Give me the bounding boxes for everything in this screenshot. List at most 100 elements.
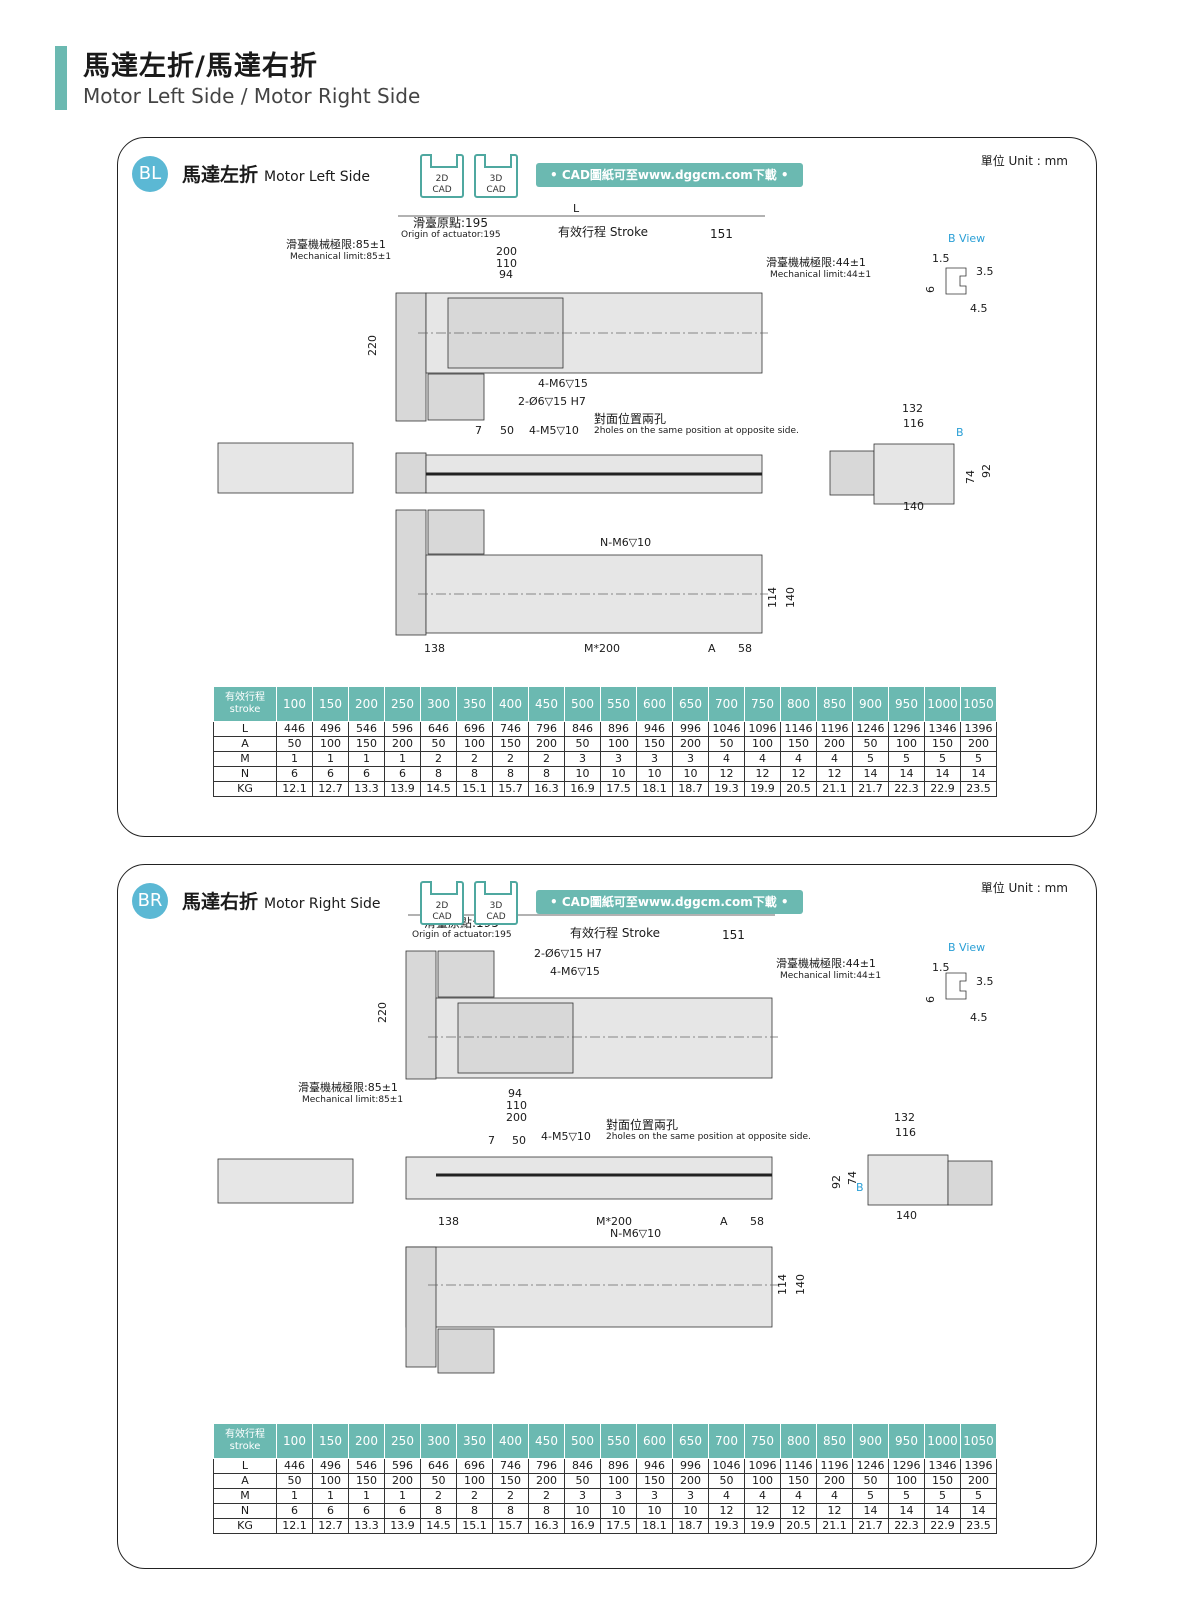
- dim-label: Mechanical limit:85±1: [290, 252, 391, 262]
- table-cell: 50: [276, 1473, 313, 1489]
- table-cell: 6: [348, 1503, 385, 1519]
- table-cell: 1146: [780, 1458, 817, 1474]
- table-cell: 8: [420, 1503, 457, 1519]
- dim-label: 有效行程 Stroke: [570, 925, 660, 940]
- table-cell: 10: [636, 766, 673, 782]
- table-cell: 5: [888, 1488, 925, 1504]
- table-cell: 646: [420, 1458, 457, 1474]
- table-cell: 1296: [888, 1458, 925, 1474]
- table-cell: 2: [528, 1488, 565, 1504]
- unit-label: 單位 Unit : mm: [980, 881, 1068, 895]
- table-cell: 18.7: [672, 781, 709, 797]
- table-cell: 1: [384, 751, 421, 767]
- table-cell: 12.7: [312, 781, 349, 797]
- table-cell: 13.9: [384, 1518, 421, 1534]
- table-cell: 21.7: [852, 1518, 889, 1534]
- dim-label: 4-M6▽15: [550, 965, 600, 978]
- table-header-cell: 800: [780, 1423, 817, 1459]
- dim-label: 2-Ø6▽15 H7: [518, 395, 586, 408]
- table-cell: 14: [960, 766, 997, 782]
- table-header-cell: 750: [744, 1423, 781, 1459]
- table-cell: 1: [348, 751, 385, 767]
- dim-label: 92: [980, 464, 993, 478]
- table-cell: 12.1: [276, 781, 313, 797]
- table-cell: 19.9: [744, 781, 781, 797]
- table-cell: 22.9: [924, 781, 961, 797]
- dim-label: 4-M6▽15: [538, 377, 588, 390]
- table-cell: 8: [492, 766, 529, 782]
- table-cell: 12: [708, 766, 745, 782]
- dim-label: B: [956, 426, 964, 439]
- table-cell: 150: [492, 1473, 529, 1489]
- dim-label: 4-M5▽10: [541, 1130, 591, 1143]
- dim-label: N-M6▽10: [600, 536, 651, 549]
- dim-label: 132: [894, 1111, 915, 1124]
- dim-label: 滑臺機械極限:85±1: [286, 237, 386, 251]
- table-cell: 5: [960, 1488, 997, 1504]
- table-header-cell: 450: [528, 686, 565, 722]
- table-header-cell: 400: [492, 686, 529, 722]
- dim-label: 140: [784, 587, 797, 608]
- table-cell: 8: [528, 766, 565, 782]
- table-header-cell: 350: [456, 686, 493, 722]
- page-title: 馬達左折/馬達右折: [83, 51, 318, 82]
- dim-label: A: [720, 1215, 728, 1228]
- table-cell: 150: [780, 736, 817, 752]
- table-header-cell: 650: [672, 686, 709, 722]
- cad-download-link[interactable]: • CAD圖紙可至www.dggcm.com下載 •: [536, 163, 803, 187]
- table-row-label: L: [213, 1458, 277, 1474]
- table-cell: 4: [708, 1488, 745, 1504]
- cad-download-link[interactable]: • CAD圖紙可至www.dggcm.com下載 •: [536, 890, 803, 914]
- table-header-cell: 600: [636, 1423, 673, 1459]
- dim-label: N-M6▽10: [610, 1227, 661, 1240]
- table-cell: 8: [420, 766, 457, 782]
- table-cell: 150: [780, 1473, 817, 1489]
- table-header-cell: 150: [312, 686, 349, 722]
- dim-label: 7: [475, 424, 482, 437]
- table-cell: 996: [672, 1458, 709, 1474]
- table-cell: 15.7: [492, 1518, 529, 1534]
- table-cell: 696: [456, 721, 493, 737]
- dim-label: 6: [924, 996, 937, 1003]
- table-cell: 1296: [888, 721, 925, 737]
- table-cell: 1396: [960, 721, 997, 737]
- table-cell: 100: [600, 736, 637, 752]
- table-cell: 200: [672, 736, 709, 752]
- table-cell: 21.1: [816, 781, 853, 797]
- table-cell: 1196: [816, 721, 853, 737]
- dim-label: 114: [776, 1274, 789, 1295]
- page-subtitle: Motor Left Side / Motor Right Side: [83, 84, 421, 108]
- table-cell: 200: [384, 736, 421, 752]
- table-cell: 16.3: [528, 1518, 565, 1534]
- table-cell: 946: [636, 721, 673, 737]
- table-cell: 16.3: [528, 781, 565, 797]
- table-cell: 1: [276, 751, 313, 767]
- table-cell: 19.9: [744, 1518, 781, 1534]
- table-cell: 546: [348, 721, 385, 737]
- table-header-cell: 250: [384, 1423, 421, 1459]
- table-header-cell: 350: [456, 1423, 493, 1459]
- table-cell: 1346: [924, 1458, 961, 1474]
- table-cell: 1246: [852, 721, 889, 737]
- dim-label: 132: [902, 402, 923, 415]
- dim-label: 對面位置兩孔: [594, 411, 666, 426]
- table-cell: 646: [420, 721, 457, 737]
- table-cell: 100: [744, 1473, 781, 1489]
- table-cell: 200: [672, 1473, 709, 1489]
- table-cell: 796: [528, 721, 565, 737]
- dim-label: B: [856, 1181, 864, 1194]
- table-cell: 14: [852, 766, 889, 782]
- table-cell: 100: [456, 736, 493, 752]
- table-cell: 200: [816, 736, 853, 752]
- dim-label: 74: [846, 1171, 859, 1185]
